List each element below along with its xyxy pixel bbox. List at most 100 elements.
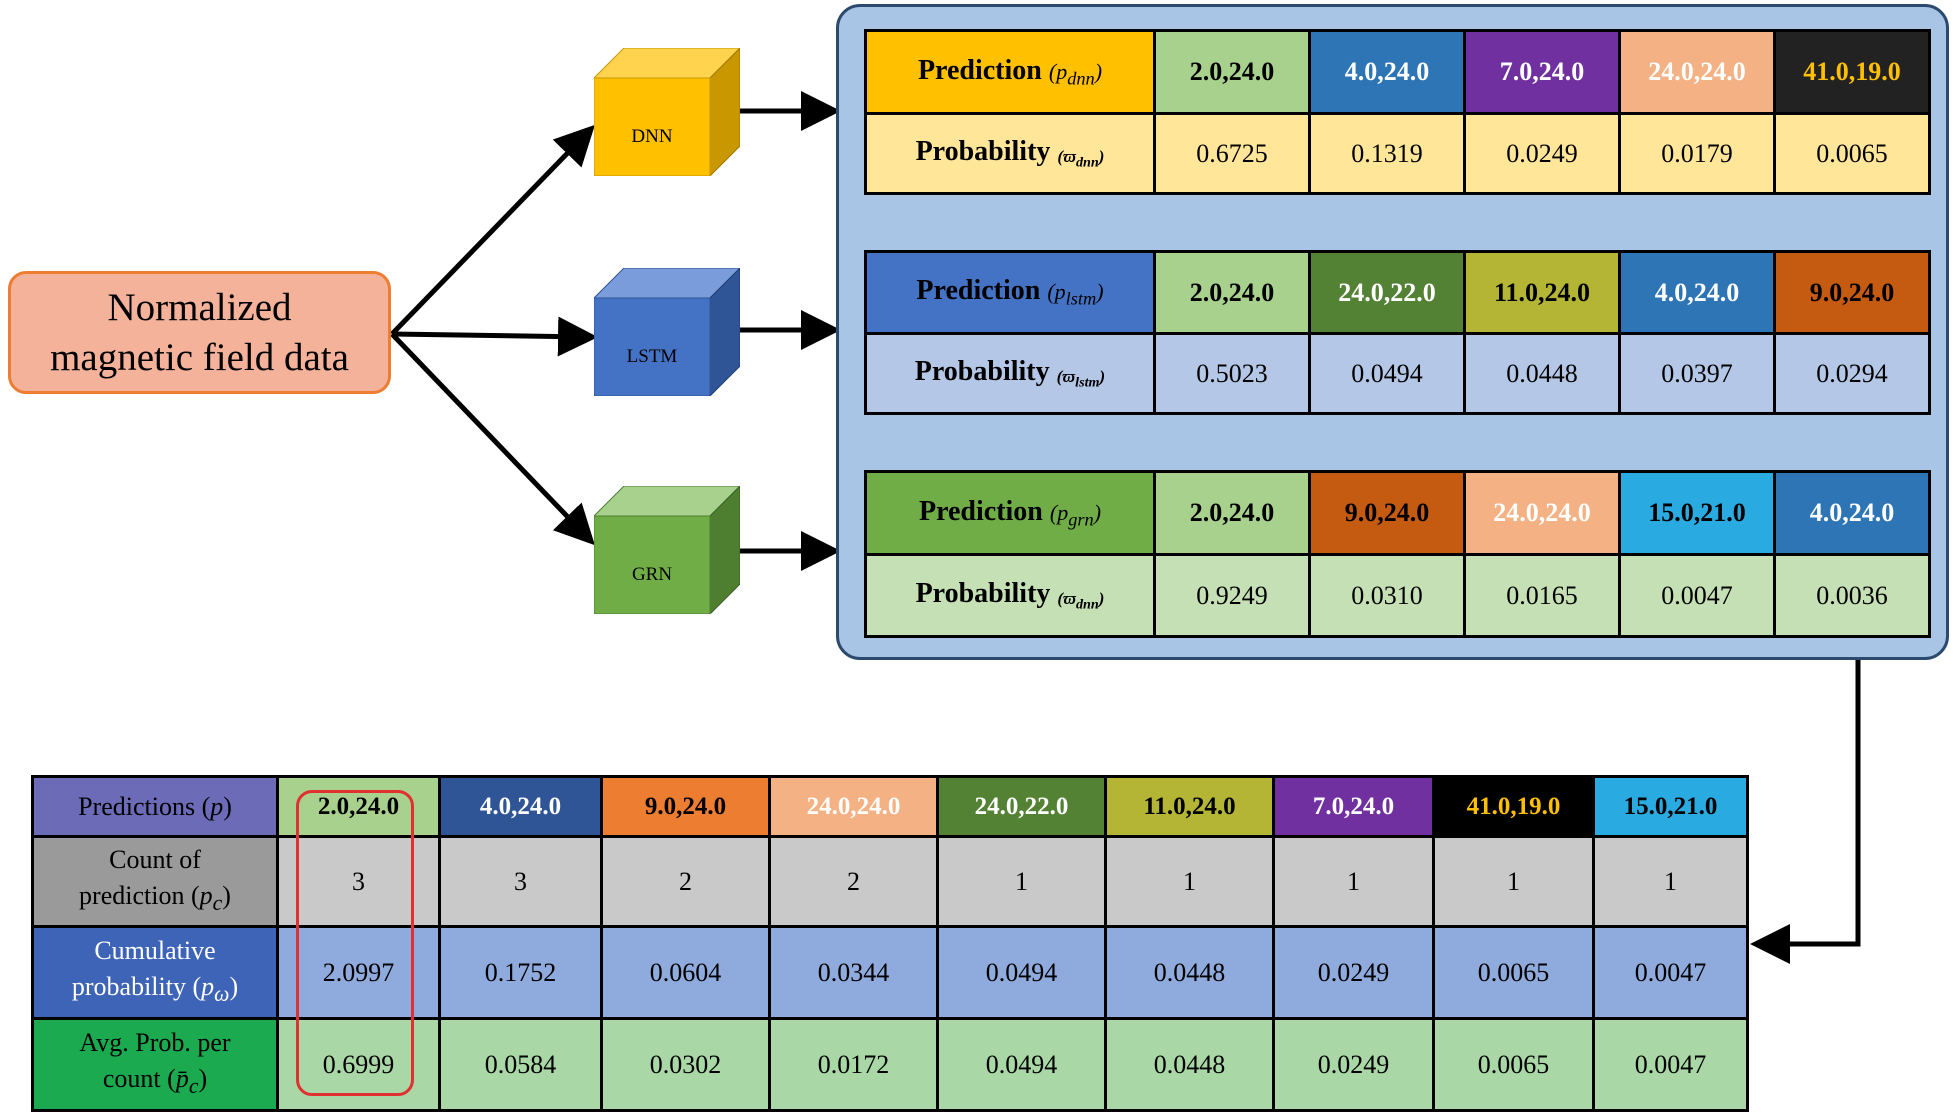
lstm-probability-5: 0.0294	[1773, 332, 1931, 415]
dnn-prediction-row: Prediction (pdnn) 2.0,24.0 4.0,24.0 7.0,…	[864, 29, 1931, 115]
lstm-label: LSTM	[626, 346, 678, 367]
input-data-box: Normalized magnetic field data	[8, 271, 391, 394]
lstm-prediction-4: 4.0,24.0	[1618, 250, 1776, 335]
dnn-probability-row: Probability (ϖdnn) 0.6725 0.1319 0.0249 …	[864, 112, 1931, 195]
summary-cumulative-2: 0.1752	[438, 925, 603, 1020]
grn-label: GRN	[631, 564, 673, 585]
lstm-probability-row: Probability (ϖlstm) 0.5023 0.0494 0.0448…	[864, 332, 1931, 415]
dnn-prediction-header: Prediction (pdnn)	[864, 29, 1156, 115]
lstm-probability-1: 0.5023	[1153, 332, 1311, 415]
grn-probability-symbol: (ϖdnn)	[1057, 588, 1105, 613]
dnn-cube: DNN	[592, 46, 742, 178]
cumulative-row-header: Cumulative probability (pω)	[31, 925, 279, 1020]
summary-count-5: 1	[936, 835, 1107, 928]
summary-average-5: 0.0494	[936, 1017, 1107, 1112]
grn-prediction-1: 2.0,24.0	[1153, 470, 1311, 556]
summary-cumulative-4: 0.0344	[768, 925, 939, 1020]
summary-count-4: 2	[768, 835, 939, 928]
dnn-prediction-table: Prediction (pdnn) 2.0,24.0 4.0,24.0 7.0,…	[864, 29, 1931, 195]
lstm-cube-icon	[592, 266, 742, 398]
summary-average-7: 0.0249	[1272, 1017, 1435, 1112]
predictions-row-header: Predictions (p)	[31, 775, 279, 838]
summary-count-3: 2	[600, 835, 771, 928]
arrow-input-to-lstm	[391, 316, 598, 357]
summary-cumulative-8: 0.0065	[1432, 925, 1595, 1020]
input-line-1: Normalized	[107, 285, 292, 329]
dnn-prediction-1: 2.0,24.0	[1153, 29, 1311, 115]
summary-cumulative-9: 0.0047	[1592, 925, 1749, 1020]
input-line-2: magnetic field data	[50, 335, 349, 379]
grn-probability-header: Probability (ϖdnn)	[864, 553, 1156, 638]
arrow-input-to-grn	[390, 332, 595, 546]
dnn-prediction-symbol: (pdnn)	[1048, 58, 1103, 89]
dnn-probability-5: 0.0065	[1773, 112, 1931, 195]
count-row-header: Count of prediction (pc)	[31, 835, 279, 928]
dnn-prediction-2: 4.0,24.0	[1308, 29, 1466, 115]
lstm-prediction-table: Prediction (plstm) 2.0,24.0 24.0,22.0 11…	[864, 250, 1931, 415]
dnn-probability-1: 0.6725	[1153, 112, 1311, 195]
grn-cube-icon	[592, 484, 742, 616]
summary-count-8: 1	[1432, 835, 1595, 928]
summary-average-6: 0.0448	[1104, 1017, 1275, 1112]
summary-average-8: 0.0065	[1432, 1017, 1595, 1112]
summary-prediction-6: 11.0,24.0	[1104, 775, 1275, 838]
grn-prediction-symbol: (pgrn)	[1049, 499, 1102, 530]
summary-prediction-7: 7.0,24.0	[1272, 775, 1435, 838]
summary-count-6: 1	[1104, 835, 1275, 928]
dnn-prediction-3: 7.0,24.0	[1463, 29, 1621, 115]
dnn-cube-icon	[592, 46, 742, 178]
lstm-probability-4: 0.0397	[1618, 332, 1776, 415]
grn-prediction-5: 4.0,24.0	[1773, 470, 1931, 556]
best-prediction-highlight	[296, 790, 414, 1096]
grn-probability-row: Probability (ϖdnn) 0.9249 0.0310 0.0165 …	[864, 553, 1931, 638]
summary-average-3: 0.0302	[600, 1017, 771, 1112]
dnn-probability-header: Probability (ϖdnn)	[864, 112, 1156, 195]
lstm-probability-symbol: (ϖlstm)	[1056, 366, 1106, 391]
summary-prediction-9: 15.0,21.0	[1592, 775, 1749, 838]
summary-prediction-4: 24.0,24.0	[768, 775, 939, 838]
summary-prediction-2: 4.0,24.0	[438, 775, 603, 838]
dnn-prediction-4: 24.0,24.0	[1618, 29, 1776, 115]
lstm-prediction-1: 2.0,24.0	[1153, 250, 1311, 335]
grn-probability-5: 0.0036	[1773, 553, 1931, 638]
summary-average-4: 0.0172	[768, 1017, 939, 1112]
summary-average-2: 0.0584	[438, 1017, 603, 1112]
summary-cumulative-5: 0.0494	[936, 925, 1107, 1020]
grn-prediction-2: 9.0,24.0	[1308, 470, 1466, 556]
summary-average-9: 0.0047	[1592, 1017, 1749, 1112]
summary-prediction-3: 9.0,24.0	[600, 775, 771, 838]
grn-prediction-table: Prediction (pgrn) 2.0,24.0 9.0,24.0 24.0…	[864, 470, 1931, 638]
summary-cumulative-7: 0.0249	[1272, 925, 1435, 1020]
summary-prediction-8: 41.0,19.0	[1432, 775, 1595, 838]
summary-cumulative-6: 0.0448	[1104, 925, 1275, 1020]
summary-count-2: 3	[438, 835, 603, 928]
lstm-probability-2: 0.0494	[1308, 332, 1466, 415]
arrow-panel-to-summary	[1750, 660, 1861, 964]
summary-prediction-5: 24.0,22.0	[936, 775, 1107, 838]
grn-prediction-header: Prediction (pgrn)	[864, 470, 1156, 556]
lstm-probability-header: Probability (ϖlstm)	[864, 332, 1156, 415]
grn-prediction-3: 24.0,24.0	[1463, 470, 1621, 556]
summary-count-9: 1	[1592, 835, 1749, 928]
average-row-header: Avg. Prob. per count (p̄c)	[31, 1017, 279, 1112]
lstm-prediction-5: 9.0,24.0	[1773, 250, 1931, 335]
arrow-input-to-dnn	[390, 124, 595, 336]
lstm-prediction-2: 24.0,22.0	[1308, 250, 1466, 335]
lstm-prediction-symbol: (plstm)	[1047, 279, 1104, 309]
lstm-prediction-row: Prediction (plstm) 2.0,24.0 24.0,22.0 11…	[864, 250, 1931, 335]
summary-cumulative-3: 0.0604	[600, 925, 771, 1020]
lstm-prediction-header: Prediction (plstm)	[864, 250, 1156, 335]
dnn-label: DNN	[631, 126, 673, 147]
grn-prediction-4: 15.0,21.0	[1618, 470, 1776, 556]
summary-count-7: 1	[1272, 835, 1435, 928]
dnn-probability-4: 0.0179	[1618, 112, 1776, 195]
dnn-prediction-5: 41.0,19.0	[1773, 29, 1931, 115]
dnn-probability-2: 0.1319	[1308, 112, 1466, 195]
lstm-probability-3: 0.0448	[1463, 332, 1621, 415]
